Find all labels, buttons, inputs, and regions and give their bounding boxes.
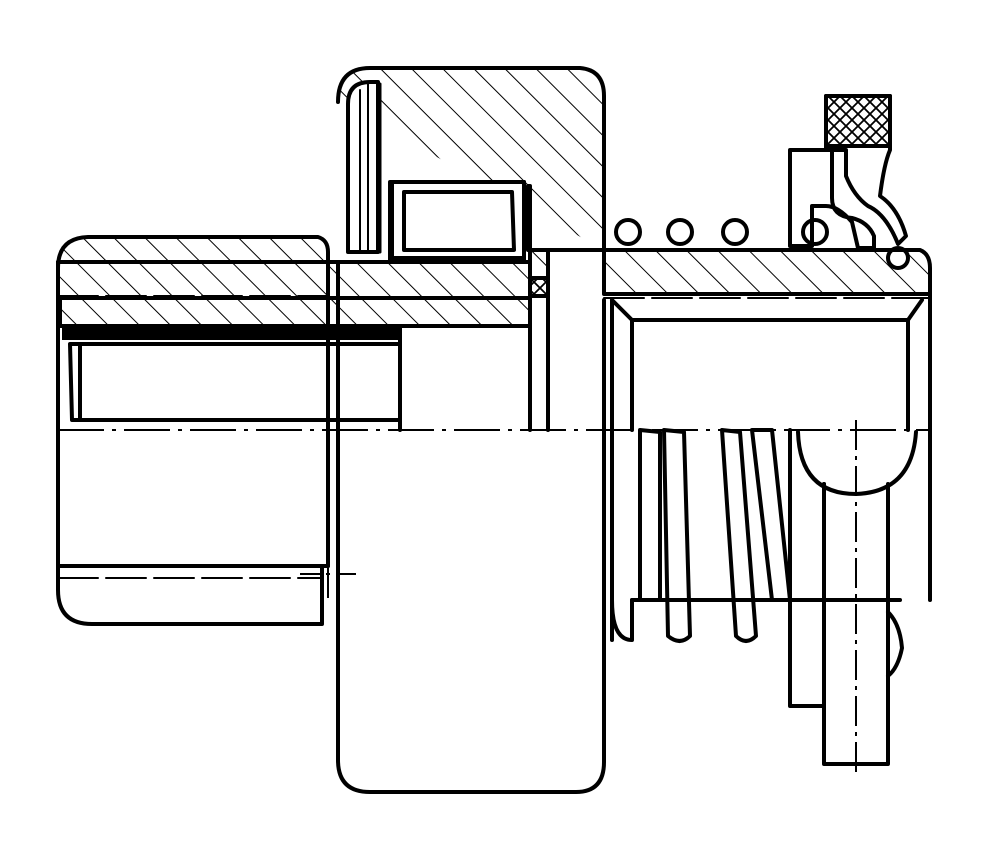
inner-contact-body bbox=[68, 342, 402, 422]
spring-bottom-left bbox=[610, 598, 634, 642]
spring-coil-3 bbox=[720, 428, 758, 643]
flange-inner-cavity bbox=[390, 180, 526, 260]
main-sleeve-section bbox=[56, 260, 532, 328]
gasket-strip bbox=[62, 328, 402, 340]
spring-coil-section-4 bbox=[801, 218, 829, 246]
latch-pivot-pin bbox=[886, 246, 910, 270]
spring-coil-4 bbox=[750, 428, 792, 602]
insulator-layer-outer bbox=[346, 80, 380, 254]
spring-coil-section-1 bbox=[614, 218, 642, 246]
lower-latch-notch bbox=[886, 610, 904, 678]
latch-handle bbox=[824, 94, 908, 246]
o-ring-seal bbox=[528, 276, 550, 298]
left-nut-body bbox=[56, 260, 330, 626]
locking-lever bbox=[788, 148, 876, 250]
spring-coil-1 bbox=[638, 428, 662, 602]
spring-coil-section-3 bbox=[721, 218, 749, 246]
spring-coil-2 bbox=[662, 428, 692, 643]
flange-inner-insert bbox=[402, 190, 516, 252]
right-barrel-inner bbox=[610, 298, 924, 322]
spring-coil-section-2 bbox=[666, 218, 694, 246]
right-barrel-section bbox=[602, 248, 932, 296]
latch-grip-knurl bbox=[824, 94, 892, 148]
flange-lower-body bbox=[336, 260, 606, 794]
